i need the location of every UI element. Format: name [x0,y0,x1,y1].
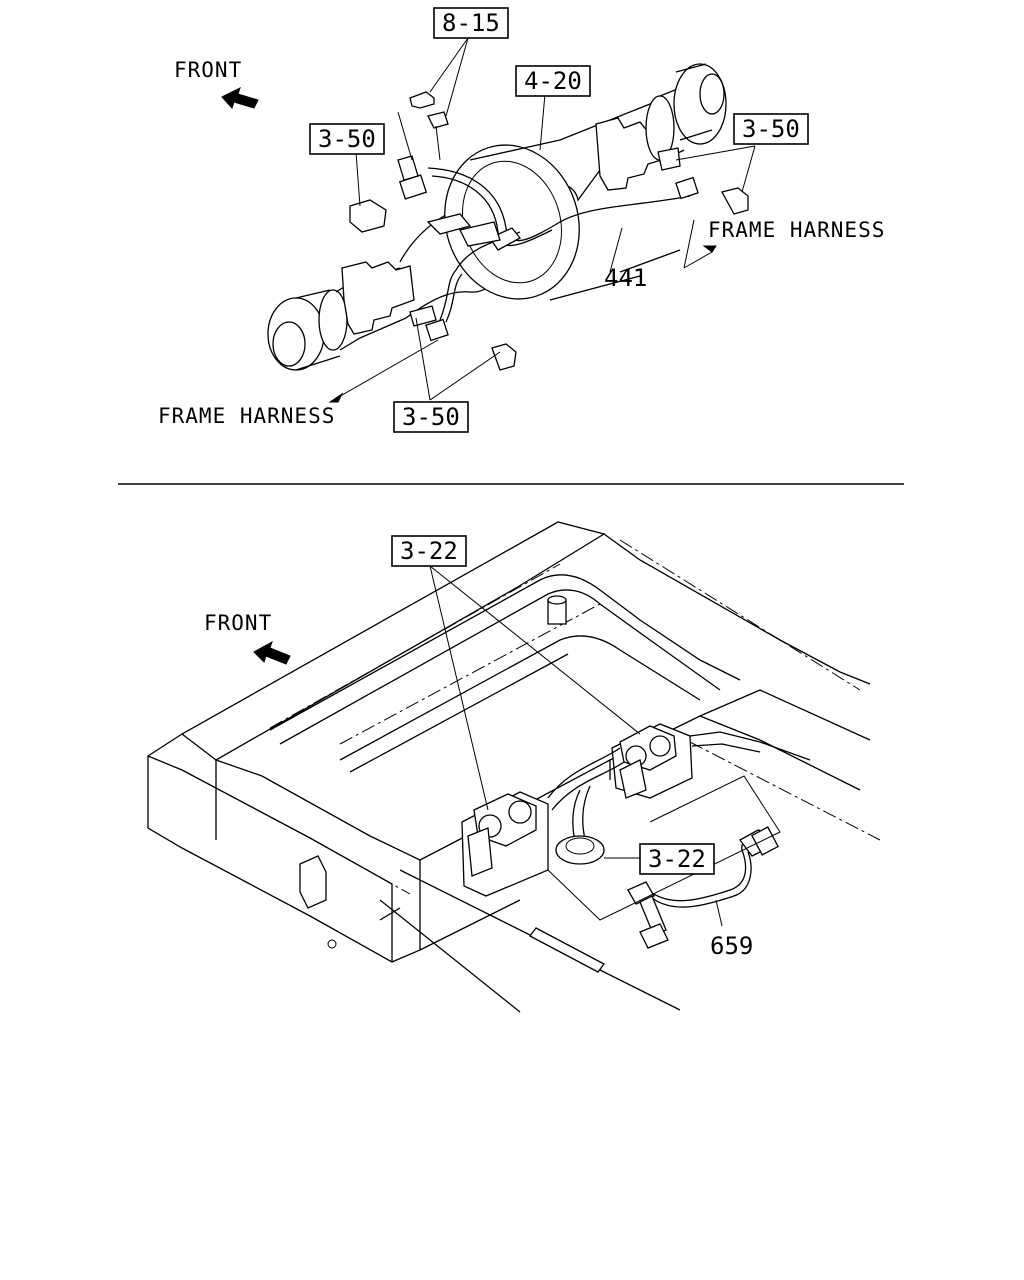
front-label-upper: FRONT [174,58,242,82]
ref-box-8-15 [433,7,509,39]
ref-4-20: 4-20 [524,67,582,95]
lower-view: FRONT [147,521,881,1013]
ref-box-3-50-bottom [393,401,469,433]
front-arrow-icon [221,87,259,109]
leader-lines-upper [328,37,756,403]
frame-harness-label-left: FRAME HARNESS [158,404,335,428]
front-label-lower: FRONT [204,611,272,635]
bolts [409,91,749,371]
ref-3-50-bottom: 3-50 [402,403,460,431]
ref-box-4-20 [515,65,591,97]
ref-box-3-50-right [733,113,809,145]
ref-box-3-50-left [309,123,385,155]
harness-659 [627,826,779,949]
leader-lines-lower [429,565,781,927]
rear-axle-housing [267,63,727,371]
ref-box-3-22-top [391,535,467,567]
part-number-659: 659 [710,932,753,960]
brake-valves [461,723,811,897]
part-number-441: 441 [604,264,647,292]
ref-3-50-right: 3-50 [742,115,800,143]
ref-3-22-right: 3-22 [648,845,706,873]
front-arrow-icon-lower [253,640,291,665]
ref-box-3-22-right [639,843,715,875]
chassis-frame [147,521,881,1013]
sensor-brackets [349,147,681,327]
ref-3-22-top: 3-22 [400,537,458,565]
ref-8-15: 8-15 [442,9,500,37]
frame-harness-label-right: FRAME HARNESS [708,218,885,242]
ref-3-50-left: 3-50 [318,125,376,153]
upper-view: FRONT [158,7,885,433]
